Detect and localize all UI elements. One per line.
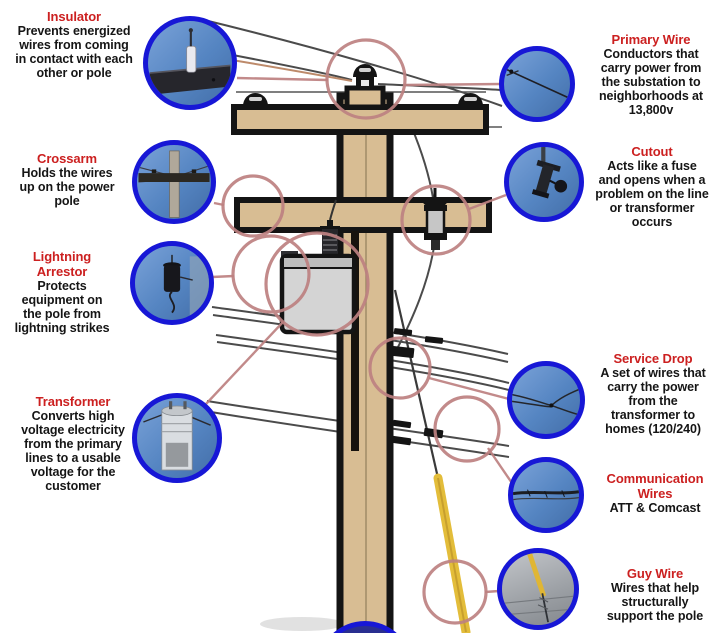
insulator-photo [143, 16, 237, 110]
label-transformer-title: Transformer [35, 394, 111, 409]
label-lightning-arrestor: Lightning Arrestor Protects equipment on… [6, 249, 118, 335]
leader-lines [205, 76, 515, 594]
pole-conduit [351, 231, 359, 451]
label-service-drop-title: Service Drop [613, 351, 693, 366]
label-cutout: Cutout Acts like a fuse and opens when a… [585, 144, 719, 229]
label-communication-wires-desc: ATT & Comcast [609, 501, 701, 515]
ring-cutout [400, 184, 472, 256]
lower-crossarm [234, 197, 492, 233]
label-insulator: Insulator Prevents energized wires from … [0, 9, 148, 80]
communication-wires-photo [508, 457, 584, 533]
ring-arrestor [231, 234, 311, 314]
service-drop-photo-icon [512, 388, 580, 416]
lightning-arrestor-photo-icon [163, 254, 209, 320]
label-transformer-desc: Converts high voltage electricity from t… [21, 409, 125, 493]
label-guy-wire: Guy Wire Wires that help structurally su… [592, 566, 718, 623]
label-communication-wires-title: Communication Wires [606, 471, 704, 501]
transformer-drawing [279, 199, 357, 335]
crossarm-photo [132, 140, 216, 224]
label-primary-wire-desc: Conductors that carry power from the sub… [599, 47, 703, 117]
label-insulator-desc: Prevents energized wires from coming in … [15, 24, 133, 80]
ring-comm-wires [433, 395, 501, 463]
label-service-drop: Service Drop A set of wires that carry t… [586, 351, 720, 436]
insulator-photo-icon [149, 28, 231, 95]
pole-top-insulator [344, 64, 386, 110]
primary-wire-photo [499, 46, 575, 122]
lightning-arrestor-photo [130, 241, 214, 325]
crossarm-insulator-left [243, 93, 268, 106]
crossarm-insulator-right [458, 93, 483, 106]
label-communication-wires: Communication Wires ATT & Comcast [590, 471, 720, 515]
label-cutout-desc: Acts like a fuse and opens when a proble… [595, 159, 709, 229]
crossarm-photo-icon [138, 150, 210, 218]
pole-shadow [260, 617, 344, 631]
label-lightning-arrestor-title: Lightning Arrestor [32, 249, 92, 279]
label-guy-wire-desc: Wires that help structurally support the… [606, 581, 704, 623]
wire-splices [391, 328, 444, 446]
label-transformer: Transformer Converts high voltage electr… [0, 394, 146, 493]
cutout-photo-icon [531, 147, 568, 199]
label-service-drop-desc: A set of wires that carry the power from… [600, 366, 706, 436]
label-crossarm-title: Crossarm [37, 151, 97, 166]
ring-service-drop [368, 336, 432, 400]
ring-transformer [264, 231, 370, 337]
cutout-drawing [423, 188, 447, 250]
transformer-photo [132, 393, 222, 483]
service-drop-photo [507, 361, 585, 439]
label-cutout-title: Cutout [631, 144, 673, 159]
label-crossarm: Crossarm Holds the wires up on the power… [8, 151, 126, 208]
primary-wire-photo-icon [506, 68, 568, 98]
communication-wires-photo-icon [513, 489, 579, 501]
label-guy-wire-title: Guy Wire [626, 566, 684, 581]
guy-wire-photo [497, 548, 579, 630]
label-crossarm-desc: Holds the wires up on the power pole [19, 166, 115, 208]
top-crossarm [231, 104, 489, 135]
label-primary-wire-title: Primary Wire [611, 32, 691, 47]
label-lightning-arrestor-desc: Protects equipment on the pole from ligh… [14, 279, 110, 335]
transformer-photo-icon [143, 401, 211, 471]
guy-wire-drawing [433, 473, 471, 633]
label-insulator-title: Insulator [47, 9, 101, 24]
label-primary-wire: Primary Wire Conductors that carry power… [588, 32, 714, 117]
guy-wire-photo-icon [502, 553, 574, 623]
cutout-photo [504, 142, 584, 222]
pole [336, 92, 394, 633]
